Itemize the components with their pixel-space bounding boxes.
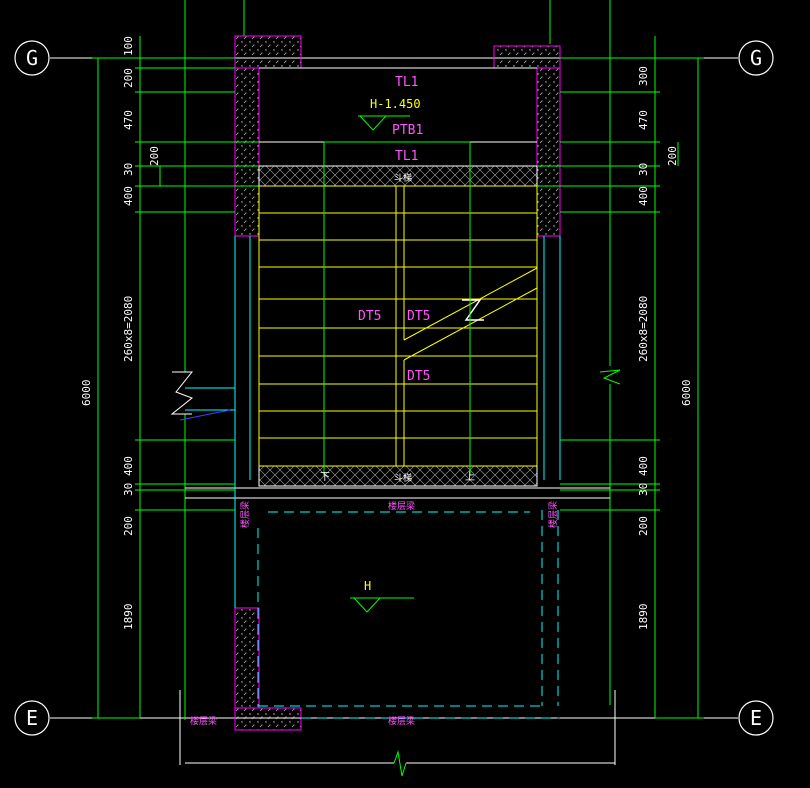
svg-text:260x8=2080: 260x8=2080 xyxy=(122,296,135,362)
svg-text:30: 30 xyxy=(122,483,135,496)
svg-text:470: 470 xyxy=(637,110,650,130)
floor-beam-bottom-center: 楼层梁 xyxy=(388,715,415,727)
break-mark-bottom xyxy=(393,750,407,777)
break-mark-right xyxy=(599,369,621,385)
svg-text:E: E xyxy=(26,706,38,730)
svg-text:G: G xyxy=(750,46,762,70)
svg-text:6000: 6000 xyxy=(680,380,693,407)
svg-text:200: 200 xyxy=(148,146,161,166)
svg-text:200: 200 xyxy=(637,516,650,536)
labels: TL1 H-1.450 PTB1 TL1 斗梯 DT5 DT5 DT5 下 上 … xyxy=(190,75,559,727)
tl1-second-label: TL1 xyxy=(395,149,418,164)
direction-lines xyxy=(323,141,471,476)
dt5-lower-label: DT5 xyxy=(407,369,430,384)
svg-text:300: 300 xyxy=(637,66,650,86)
floor-beam-left: 楼层梁 xyxy=(239,501,251,528)
elevation-bottom-marker xyxy=(352,597,382,613)
up-label: 上 xyxy=(465,471,475,483)
elevation-top-marker xyxy=(358,115,388,131)
svg-text:400: 400 xyxy=(637,456,650,476)
svg-text:200: 200 xyxy=(122,68,135,88)
svg-text:400: 400 xyxy=(637,186,650,206)
wall-left-lower xyxy=(234,607,260,709)
floor-beam-bottom-left: 楼层梁 xyxy=(190,715,217,727)
svg-text:1890: 1890 xyxy=(637,604,650,631)
bottom-beam-note: 斗梯 xyxy=(394,472,412,484)
stair-treads xyxy=(258,185,538,467)
dimension-chain-left xyxy=(92,36,259,719)
svg-text:30: 30 xyxy=(637,163,650,176)
down-label: 下 xyxy=(320,472,330,483)
svg-text:1890: 1890 xyxy=(122,604,135,631)
svg-text:E: E xyxy=(750,706,762,730)
ptb1-label: PTB1 xyxy=(392,123,423,138)
wall-right-upper xyxy=(536,67,561,237)
axis-bubble-g-left: G xyxy=(14,40,50,76)
wall-bottom-left xyxy=(234,707,302,731)
svg-text:30: 30 xyxy=(122,163,135,176)
svg-text:400: 400 xyxy=(122,456,135,476)
dimension-text-left: 100 200 470 200 30 400 260x8=2080 30 400… xyxy=(80,36,161,630)
cyan-wall-lines xyxy=(185,236,561,608)
wall-top-left xyxy=(234,35,302,69)
elevation-top-label: H-1.450 xyxy=(370,97,421,111)
svg-text:30: 30 xyxy=(637,483,650,496)
svg-text:470: 470 xyxy=(122,110,135,130)
svg-text:100: 100 xyxy=(122,36,135,56)
floor-beam-center: 楼层梁 xyxy=(388,500,415,512)
dimension-chain-right xyxy=(537,36,704,719)
svg-text:400: 400 xyxy=(122,186,135,206)
section-symbol xyxy=(462,299,484,321)
break-mark-left xyxy=(170,371,194,415)
dt5-left-label: DT5 xyxy=(358,309,381,324)
elevation-bottom-label: H xyxy=(364,579,371,593)
walls xyxy=(234,35,561,731)
blue-diagonal xyxy=(179,409,231,421)
axis-bubble-e-right: E xyxy=(738,700,774,736)
svg-text:260x8=2080: 260x8=2080 xyxy=(637,296,650,362)
wall-left-upper xyxy=(234,67,260,237)
wall-top-right xyxy=(493,45,561,69)
axis-bubble-g-right: G xyxy=(738,40,774,76)
floor-beam-right: 楼层梁 xyxy=(547,501,559,528)
dashed-outline xyxy=(257,510,560,719)
tl1-top-label: TL1 xyxy=(395,75,418,90)
dt5-right-label: DT5 xyxy=(407,309,430,324)
axis-bubble-e-left: E xyxy=(14,700,50,736)
svg-text:6000: 6000 xyxy=(80,380,93,407)
top-beam-note: 斗梯 xyxy=(394,172,412,184)
svg-text:200: 200 xyxy=(666,146,679,166)
svg-text:200: 200 xyxy=(122,516,135,536)
svg-text:G: G xyxy=(26,46,38,70)
column-lines-white xyxy=(179,690,616,765)
dimension-text-right: 300 470 200 30 400 260x8=2080 30 400 200… xyxy=(637,66,693,630)
